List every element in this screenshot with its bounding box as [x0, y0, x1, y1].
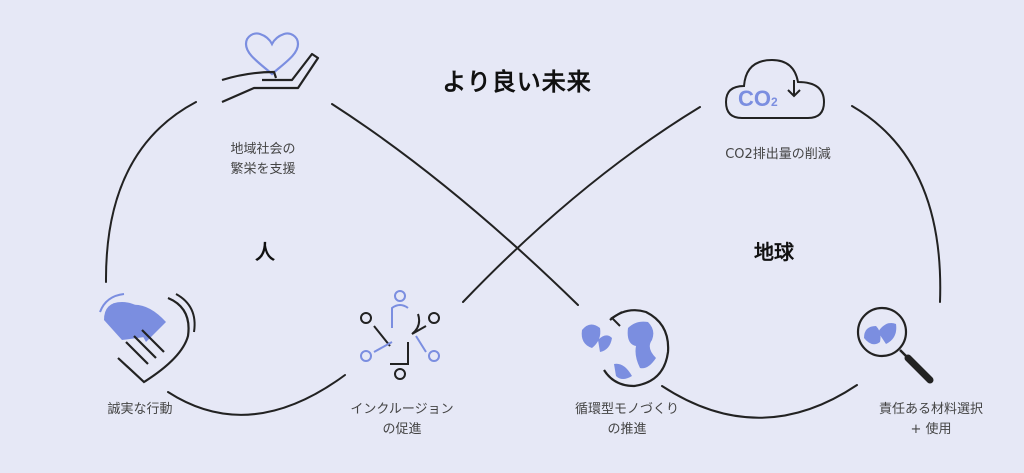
label-line: + 使用: [910, 422, 952, 437]
heart-hand-icon: [221, 32, 320, 104]
handshake-heart-icon: [99, 293, 196, 384]
section-people: 人: [255, 240, 275, 264]
label-line: の促進: [382, 422, 422, 437]
loop-left-top: [104, 101, 197, 283]
loop-left-bottom: [167, 374, 346, 416]
inclusion-people-icon: [360, 290, 440, 380]
recycle-globe-icon: [581, 309, 670, 388]
cross-line-1: [331, 103, 579, 306]
label-line: 地域社会の: [230, 142, 296, 157]
co2-text: CO2: [738, 86, 778, 112]
co2-cloud-icon: CO2: [724, 52, 830, 124]
loop-right-top: [851, 105, 942, 303]
label-line: の推進: [607, 422, 647, 437]
label-inclusion: インクルージョン の促進: [350, 400, 453, 440]
label-integrity: 誠実な行動: [107, 400, 172, 420]
label-community: 地域社会の 繁栄を支援: [230, 140, 295, 180]
loop-right-bottom: [661, 384, 858, 419]
label-line: CO2排出量の削減: [725, 147, 831, 162]
label-line: 繁栄を支援: [230, 162, 296, 177]
co2-sub: 2: [771, 95, 778, 109]
label-line: 責任ある材料選択: [878, 402, 984, 417]
label-co2: CO2排出量の削減: [725, 145, 831, 165]
label-line: インクルージョン: [350, 402, 454, 417]
section-earth: 地球: [754, 240, 794, 264]
cross-line-2: [462, 106, 701, 303]
magnifier-leaf-icon: [856, 306, 934, 384]
label-materials: 責任ある材料選択 + 使用: [879, 400, 983, 440]
co2-main: CO: [738, 86, 771, 111]
label-line: 循環型モノづくり: [574, 402, 680, 417]
diagram-title: より良い未来: [442, 68, 592, 96]
label-line: 誠実な行動: [107, 402, 173, 417]
label-circular: 循環型モノづくり の推進: [575, 400, 679, 440]
